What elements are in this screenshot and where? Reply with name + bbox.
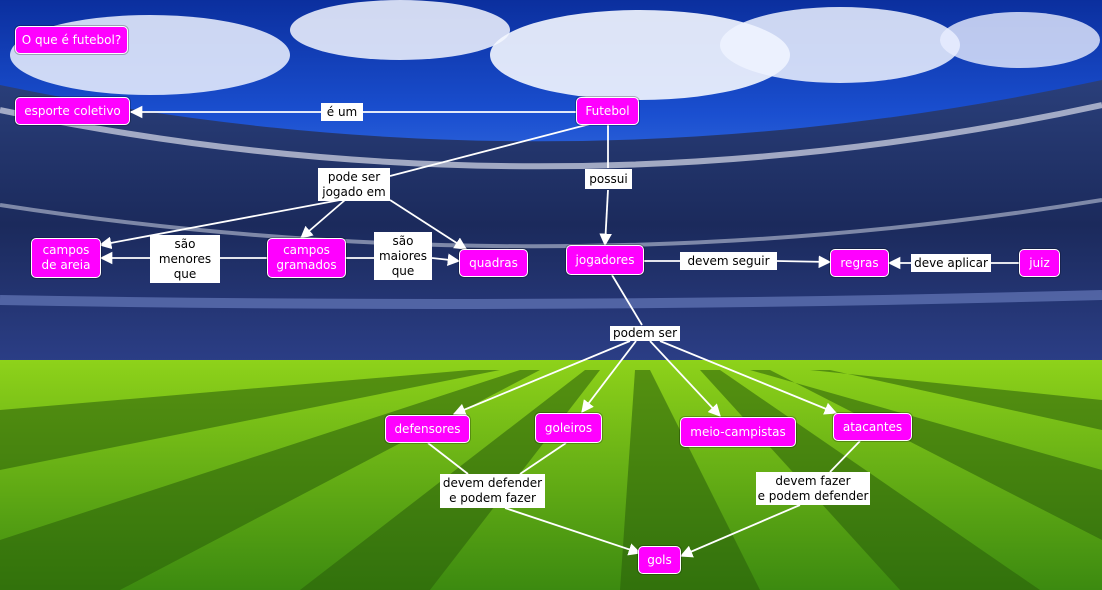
edge-podem-ser-defensores <box>452 340 631 416</box>
concept-quadras[interactable]: quadras <box>459 249 528 277</box>
link-deve-aplicar: deve aplicar <box>911 254 991 272</box>
edge-pode-ser-areia <box>98 199 341 250</box>
edge-jogadores-podem-ser <box>611 274 643 326</box>
concept-regras[interactable]: regras <box>830 249 889 277</box>
edge-devem-seguir-regras <box>776 255 832 269</box>
edge-goleiros-devem-defender <box>519 442 567 475</box>
link-devem-defender: devem defender e podem fazer <box>440 474 545 508</box>
edge-podem-ser-meio <box>649 340 721 417</box>
concept-jogadores[interactable]: jogadores <box>566 245 644 275</box>
edge-maiores-quadras <box>431 253 461 267</box>
edge-possui-jogadores <box>599 189 612 247</box>
edge-podem-ser-goleiros <box>581 340 637 414</box>
edge-devem-defender-gols <box>504 507 642 556</box>
link-devem-fazer: devem fazer e podem defender <box>756 472 870 505</box>
link-possui: possui <box>585 169 632 189</box>
concept-futebol[interactable]: Futebol <box>576 97 639 125</box>
edge-pode-ser-gramados <box>300 199 346 239</box>
title-node[interactable]: O que é futebol? <box>15 26 128 54</box>
concept-meio-campistas[interactable]: meio-campistas <box>680 417 796 447</box>
edge-defensores-devem-defender <box>427 442 469 475</box>
link-devem-seguir: devem seguir <box>680 252 777 270</box>
link-e-um: é um <box>321 103 363 121</box>
link-sao-maiores-que: são maiores que <box>374 232 432 280</box>
edge-pode-ser-quadras <box>389 199 468 250</box>
concept-gols[interactable]: gols <box>638 546 681 574</box>
concept-campos-gramados[interactable]: campos gramados <box>267 238 346 278</box>
concept-defensores[interactable]: defensores <box>385 415 470 443</box>
concept-juiz[interactable]: juiz <box>1019 249 1060 277</box>
concept-atacantes[interactable]: atacantes <box>833 413 912 441</box>
link-pode-ser-jogado-em: pode ser jogado em <box>318 168 390 201</box>
edge-devem-fazer-gols <box>679 504 801 558</box>
concept-esporte-coletivo[interactable]: esporte coletivo <box>15 97 130 125</box>
concept-campos-de-areia[interactable]: campos de areia <box>31 238 101 278</box>
edge-futebol-pode-ser <box>389 123 591 177</box>
concept-goleiros[interactable]: goleiros <box>535 413 602 443</box>
edge-atacantes-devem-fazer <box>829 440 861 473</box>
link-podem-ser: podem ser <box>610 326 680 341</box>
edge-podem-ser-atacantes <box>659 340 838 415</box>
link-sao-menores-que: são menores que <box>150 235 220 283</box>
